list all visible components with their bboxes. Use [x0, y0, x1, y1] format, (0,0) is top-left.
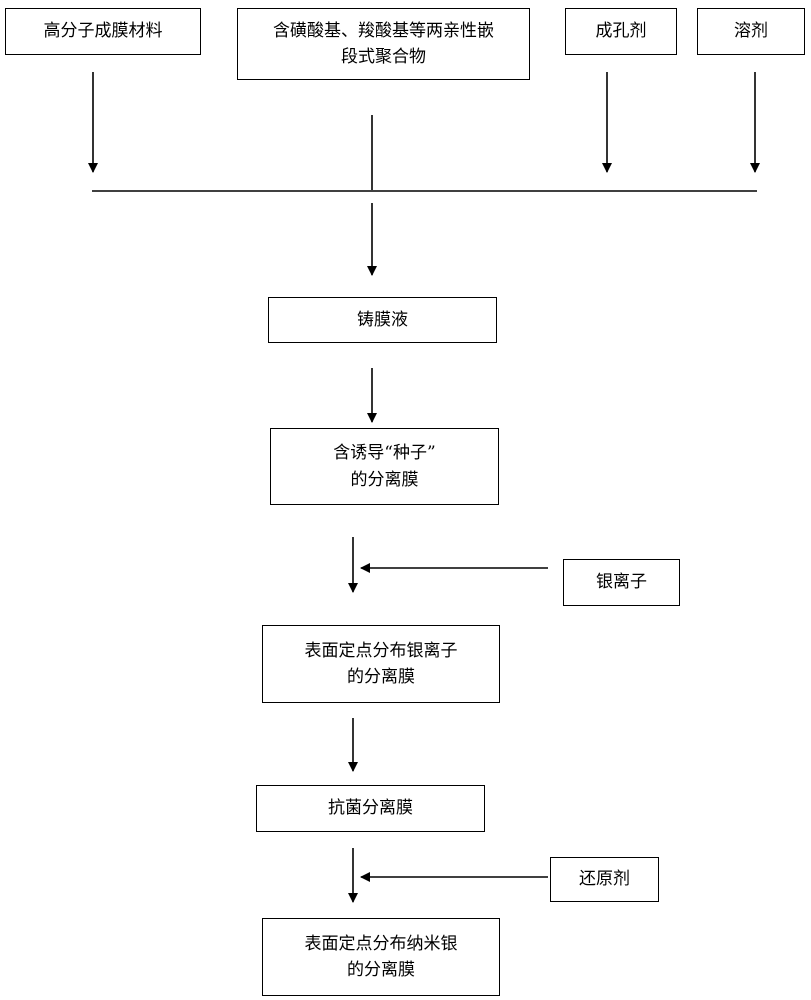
node-silver-ion: 银离子 — [563, 559, 680, 606]
node-nano-silver-membrane: 表面定点分布纳米银 的分离膜 — [262, 918, 500, 996]
node-reducing-agent: 还原剂 — [550, 857, 659, 902]
node-label-line: 的分离膜 — [347, 667, 415, 687]
node-label-line: 的分离膜 — [350, 469, 419, 490]
node-label-line: 表面定点分布纳米银 — [304, 933, 458, 954]
node-label-line: 铸膜液 — [357, 309, 408, 330]
node-label-line: 表面定点分布银离子 — [304, 640, 458, 661]
node-pore-former: 成孔剂 — [565, 8, 677, 55]
node-seed-membrane: 含诱导“种子” 的分离膜 — [270, 428, 499, 505]
node-label-line: 还原剂 — [579, 869, 630, 890]
node-silver-ion-membrane: 表面定点分布银离子 的分离膜 — [262, 625, 500, 703]
node-label-line: 的分离膜 — [347, 960, 415, 980]
node-label-line: 高分子成膜材料 — [43, 21, 163, 42]
node-antibacterial-membrane: 抗菌分离膜 — [256, 785, 485, 832]
node-label-line: 段式聚合物 — [341, 47, 426, 67]
node-label-line: 含诱导“种子” — [333, 443, 436, 464]
node-solvent: 溶剂 — [697, 8, 805, 55]
node-label-line: 含磺酸基、羧酸基等两亲性嵌 — [273, 20, 494, 41]
node-label-line: 溶剂 — [734, 21, 768, 42]
node-polymer-film-material: 高分子成膜材料 — [5, 8, 201, 55]
node-label-line: 抗菌分离膜 — [328, 798, 413, 819]
node-label-line: 银离子 — [596, 572, 647, 593]
node-casting-solution: 铸膜液 — [268, 297, 497, 343]
node-amphiphilic-block-copolymer: 含磺酸基、羧酸基等两亲性嵌 段式聚合物 — [237, 8, 530, 80]
node-label-line: 成孔剂 — [595, 21, 647, 42]
